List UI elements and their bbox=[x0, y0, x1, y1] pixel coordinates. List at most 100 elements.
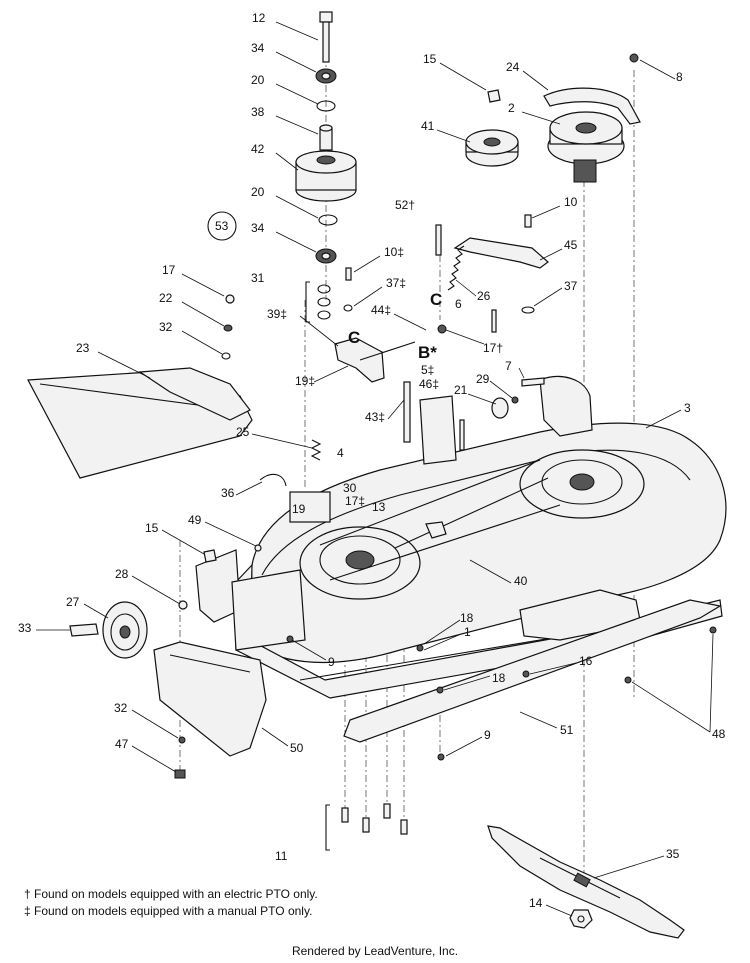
idler-pulley-41 bbox=[465, 129, 519, 167]
callout-13: 13 bbox=[372, 500, 386, 514]
callout-47: 47 bbox=[115, 737, 129, 751]
callout-14: 14 bbox=[529, 896, 543, 910]
callout-50: 50 bbox=[290, 741, 304, 755]
callout-34: 34 bbox=[251, 221, 265, 235]
callout-30: 30 bbox=[343, 481, 357, 495]
callout-10: 10 bbox=[564, 195, 578, 209]
callout-44: 44‡ bbox=[371, 303, 391, 317]
callout-42: 42 bbox=[251, 142, 265, 156]
snap-ring-20 bbox=[316, 100, 338, 226]
callout-46: 46‡ bbox=[419, 377, 439, 391]
callout-38: 38 bbox=[251, 105, 265, 119]
leader-lines bbox=[36, 21, 714, 917]
callout-10: 10‡ bbox=[384, 245, 404, 259]
callout-40: 40 bbox=[514, 574, 528, 588]
pto-bracket-19 bbox=[334, 267, 416, 383]
footnote-manual-pto: ‡ Found on models equipped with a manual… bbox=[24, 904, 313, 918]
view-letter-c: C bbox=[348, 328, 360, 347]
small-hardware-left bbox=[221, 294, 235, 360]
callout-20: 20 bbox=[251, 185, 265, 199]
callout-18: 18 bbox=[460, 611, 474, 625]
callout-37: 37‡ bbox=[386, 276, 406, 290]
callout-8: 8 bbox=[676, 70, 683, 84]
callout-34: 34 bbox=[251, 41, 265, 55]
callout-1: 1 bbox=[464, 625, 471, 639]
callout-52: 52† bbox=[395, 198, 415, 212]
footnotes: † Found on models equipped with an elect… bbox=[24, 886, 318, 920]
callout-39: 39‡ bbox=[267, 307, 287, 321]
callout-23: 23 bbox=[76, 341, 90, 355]
footnote-electric-pto: † Found on models equipped with an elect… bbox=[24, 887, 318, 901]
callout-26: 26 bbox=[477, 289, 491, 303]
callout-29: 29 bbox=[476, 372, 490, 386]
callout-22: 22 bbox=[159, 291, 173, 305]
washers-31 bbox=[305, 281, 331, 323]
callout-21: 21 bbox=[454, 383, 468, 397]
callout-17: 17‡ bbox=[345, 494, 365, 508]
callout-25: 25 bbox=[236, 425, 250, 439]
callout-51: 51 bbox=[560, 723, 574, 737]
discharge-deflector bbox=[27, 367, 253, 479]
callout-43: 43‡ bbox=[365, 410, 385, 424]
bearing-34-top bbox=[315, 68, 337, 84]
callout-15: 15 bbox=[423, 52, 437, 66]
callout-28: 28 bbox=[115, 567, 129, 581]
callout-48: 48 bbox=[712, 727, 726, 741]
blade-nut-14 bbox=[569, 909, 593, 929]
callout-16: 16 bbox=[579, 654, 593, 668]
circle-53 bbox=[207, 211, 237, 241]
callout-15: 15 bbox=[145, 521, 159, 535]
view-letter-b: B* bbox=[418, 343, 437, 362]
callout-20: 20 bbox=[251, 73, 265, 87]
callout-35: 35 bbox=[666, 847, 680, 861]
callout-32: 32 bbox=[114, 701, 128, 715]
callout-27: 27 bbox=[66, 595, 80, 609]
callout-3: 3 bbox=[684, 401, 691, 415]
callout-31: 31 bbox=[251, 271, 265, 285]
callout-9: 9 bbox=[484, 728, 491, 742]
mower-blade bbox=[487, 825, 685, 939]
callout-37: 37 bbox=[564, 279, 578, 293]
callout-17: 17† bbox=[483, 341, 503, 355]
callout-12: 12 bbox=[252, 11, 266, 25]
view-letters: C C B* bbox=[348, 290, 442, 362]
gauge-wheel bbox=[69, 600, 188, 659]
pulley-42 bbox=[295, 150, 357, 202]
bearing-34-bottom bbox=[315, 248, 337, 264]
deck-shield-50 bbox=[153, 641, 267, 757]
callout-24: 24 bbox=[506, 60, 520, 74]
bolts-11 bbox=[325, 803, 408, 851]
callout-41: 41 bbox=[421, 119, 435, 133]
callout-6: 6 bbox=[455, 297, 462, 311]
callout-18: 18 bbox=[492, 671, 506, 685]
pto-pulley-2 bbox=[547, 111, 625, 183]
center-parts bbox=[259, 395, 509, 539]
callout-17: 17 bbox=[162, 263, 176, 277]
front-bracket bbox=[195, 549, 306, 651]
callout-7: 7 bbox=[505, 359, 512, 373]
pto-bar-43 bbox=[403, 381, 411, 443]
callout-11: 11 bbox=[275, 849, 288, 863]
belt-cover-24 bbox=[543, 87, 641, 125]
misc-fasteners bbox=[174, 544, 717, 779]
spindle-bolt-12 bbox=[319, 11, 333, 63]
callout-5: 5‡ bbox=[421, 363, 434, 377]
callout-33: 33 bbox=[18, 621, 32, 635]
view-letter-c: C bbox=[430, 290, 442, 309]
callout-36: 36 bbox=[221, 486, 235, 500]
pto-spring-26 bbox=[447, 245, 465, 291]
callout-9: 9 bbox=[328, 655, 335, 669]
callout-numbers: 12 34 20 38 42 20 34 53 17 31 22 32 23 3… bbox=[18, 11, 726, 910]
callout-32: 32 bbox=[159, 320, 173, 334]
spindle-shaft-38 bbox=[319, 124, 333, 151]
callout-19: 19 bbox=[292, 502, 306, 516]
callout-45: 45 bbox=[564, 238, 578, 252]
render-credit: Rendered by LeadVenture, Inc. bbox=[291, 944, 459, 958]
callout-4: 4 bbox=[337, 446, 344, 460]
callout-49: 49 bbox=[188, 513, 202, 527]
baffle-51 bbox=[343, 599, 722, 743]
hardware-right bbox=[435, 53, 639, 404]
callout-19: 19‡ bbox=[295, 374, 315, 388]
callout-53: 53 bbox=[215, 219, 229, 233]
